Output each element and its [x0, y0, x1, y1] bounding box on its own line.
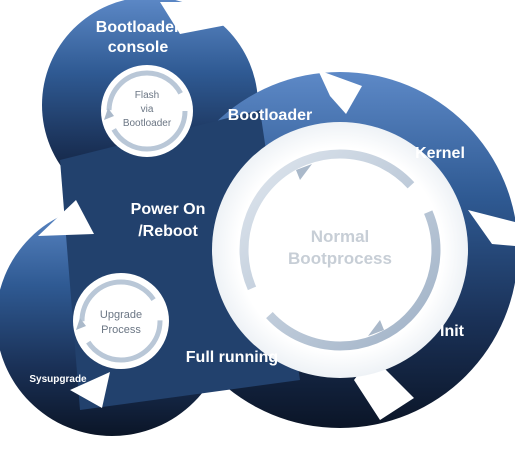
- flash-cycle-ring: [106, 70, 188, 152]
- notch-top: [160, 2, 232, 34]
- flash-disc: [101, 65, 193, 157]
- flash-via-bootloader-node: Flash via Bootloader: [101, 65, 193, 157]
- stage-labels: Bootloader console Bootloader Kernel Pow…: [29, 19, 465, 385]
- normal-label: Normal: [311, 227, 370, 246]
- upgrade-label: Upgrade: [100, 309, 142, 321]
- flash-bootloader-label: Bootloader: [123, 118, 172, 129]
- notch-bootloader: [318, 70, 362, 114]
- sysupgrade-label: Sysupgrade: [29, 374, 87, 385]
- kernel-label: Kernel: [415, 145, 465, 162]
- bootloader-console-label-2: console: [108, 39, 169, 56]
- notch-sysupgrade: [70, 372, 110, 408]
- bootloader-console-label-1: Bootloader: [96, 19, 180, 36]
- bootloader-label: Bootloader: [228, 107, 312, 124]
- center-cycle-ring: [239, 149, 441, 351]
- notch-left: [38, 200, 94, 236]
- center-arrow-head-bottom: [368, 320, 384, 336]
- upgrade-disc: [73, 273, 169, 369]
- process-label: Process: [101, 324, 141, 336]
- upgrade-process-node: Upgrade Process: [73, 273, 169, 369]
- notch-far-left: [2, 200, 40, 250]
- power-on-label: Power On: [131, 201, 206, 218]
- flash-label: Flash: [135, 90, 159, 101]
- center-arrow-head-top: [296, 164, 312, 180]
- bootprocess-label: Bootprocess: [288, 249, 392, 268]
- flash-arrow-head: [104, 108, 114, 120]
- reboot-label: /Reboot: [138, 223, 198, 240]
- normal-bootprocess-node: Normal Bootprocess: [212, 122, 468, 378]
- init-label: Init: [440, 323, 465, 340]
- full-running-label: Full running: [186, 349, 278, 366]
- notch-kernel: [468, 210, 515, 246]
- upgrade-arrow-head: [76, 318, 86, 330]
- via-label: via: [141, 104, 154, 115]
- center-disc: [212, 122, 468, 378]
